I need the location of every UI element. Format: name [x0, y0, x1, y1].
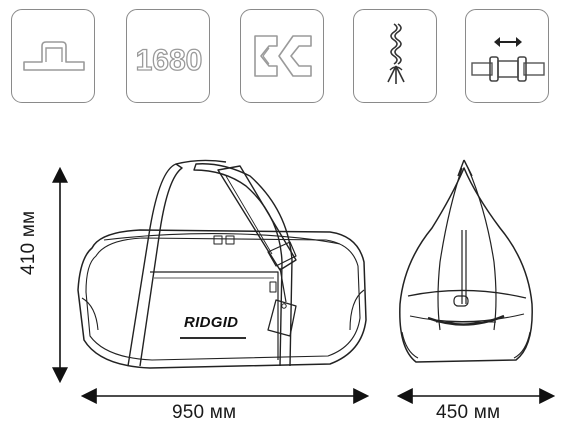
bag-side-view: [399, 159, 533, 363]
feature-tile-material: 1680: [126, 9, 210, 103]
height-label: 410 мм: [18, 210, 39, 275]
zipper-profile-icon: [254, 35, 312, 77]
material-1680-label: 1680: [136, 44, 203, 77]
feature-tile-handle: [11, 9, 95, 103]
material-1680-icon: 1680: [135, 43, 203, 77]
bag-technical-drawing: [52, 159, 556, 404]
feature-icons-row: 1680: [0, 0, 570, 110]
feature-tile-zipper: [240, 9, 324, 103]
brand-logo-text: RIDGID: [184, 314, 239, 331]
bag-front-view: [77, 159, 367, 369]
adjustable-strap-icon: [471, 37, 545, 82]
rope-strap-icon: [387, 23, 405, 84]
depth-label: 450 мм: [436, 402, 501, 423]
handle-icon: [23, 41, 85, 71]
feature-tile-rope: [353, 9, 437, 103]
width-label: 950 мм: [172, 402, 237, 423]
feature-tile-strap: [465, 9, 549, 103]
